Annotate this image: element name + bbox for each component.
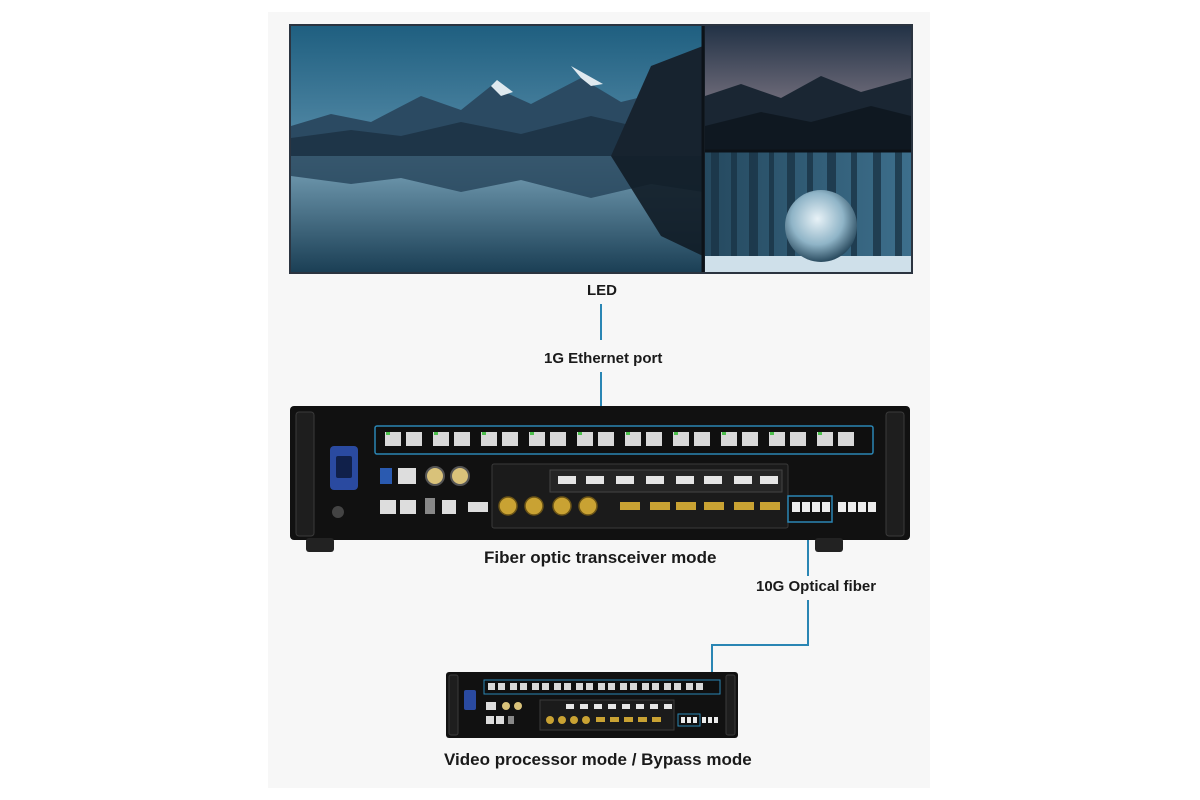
- fiber-mode-label: Fiber optic transceiver mode: [484, 548, 717, 567]
- led-display-image: [289, 24, 913, 274]
- led-label: LED: [587, 282, 617, 299]
- bypass-mode-device: [446, 672, 738, 738]
- optical-port-highlight: [787, 495, 833, 523]
- fiber-to-bypass-device-line: [711, 600, 809, 690]
- led-wall-scenery: [291, 26, 911, 272]
- bypass-mode-label: Video processor mode / Bypass mode: [444, 750, 752, 769]
- ethernet-port-label: 1G Ethernet port: [544, 350, 663, 367]
- optical-fiber-label: 10G Optical fiber: [756, 578, 877, 595]
- fiber-mode-device: [290, 406, 910, 552]
